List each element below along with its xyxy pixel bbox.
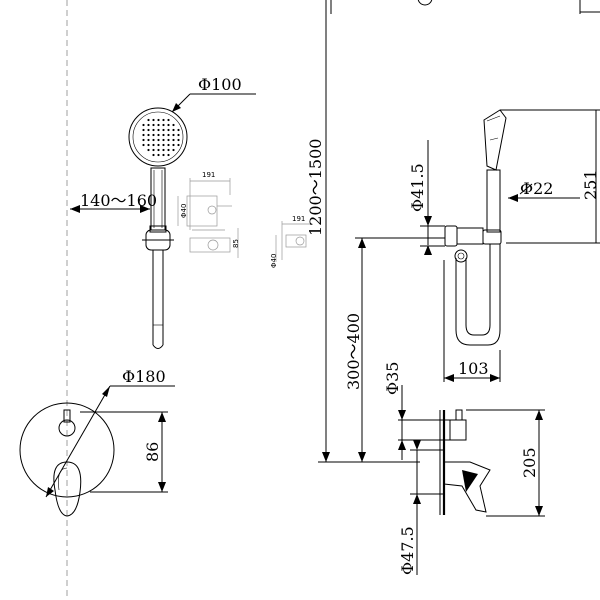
dim-holder-diameter-2: Φ40: [270, 254, 278, 268]
dim-wall-distance: 140～160: [80, 191, 157, 210]
holder-detail-2: 191 Φ40: [270, 215, 312, 268]
dim-depth: 205: [520, 447, 539, 478]
dim-handle-offset: 86: [143, 442, 162, 462]
dim-head-diameter: Φ100: [198, 75, 242, 94]
shower-nozzles: [142, 118, 180, 157]
dim-knob-diameter: Φ35: [383, 362, 402, 395]
dim-holder-height: 85: [232, 239, 240, 248]
dim-hose-width: 103: [458, 359, 489, 378]
top-right-fragment: [330, 0, 600, 14]
dim-install-height: 1200～1500: [306, 139, 325, 236]
hand-shower-front: [128, 107, 188, 349]
dim-slide-length: 251: [581, 169, 600, 200]
wall-plate-front: [19, 402, 115, 517]
dim-holder-length-1: 191: [202, 171, 215, 179]
holder-detail-1: 191 Φ40 85: [177, 171, 240, 258]
dim-elbow-diameter: Φ41.5: [408, 163, 427, 212]
dim-handle-diameter: Φ22: [520, 179, 553, 198]
dim-plate-diameter: Φ180: [122, 367, 166, 386]
dim-body-diameter: Φ47.5: [398, 526, 417, 575]
dim-elbow-height: 300～400: [344, 313, 363, 390]
mixer-side-view: [439, 409, 491, 515]
dim-holder-length-2: 191: [292, 215, 305, 223]
hand-shower-side: [444, 109, 520, 346]
dim-holder-diameter-1: Φ40: [180, 204, 188, 218]
